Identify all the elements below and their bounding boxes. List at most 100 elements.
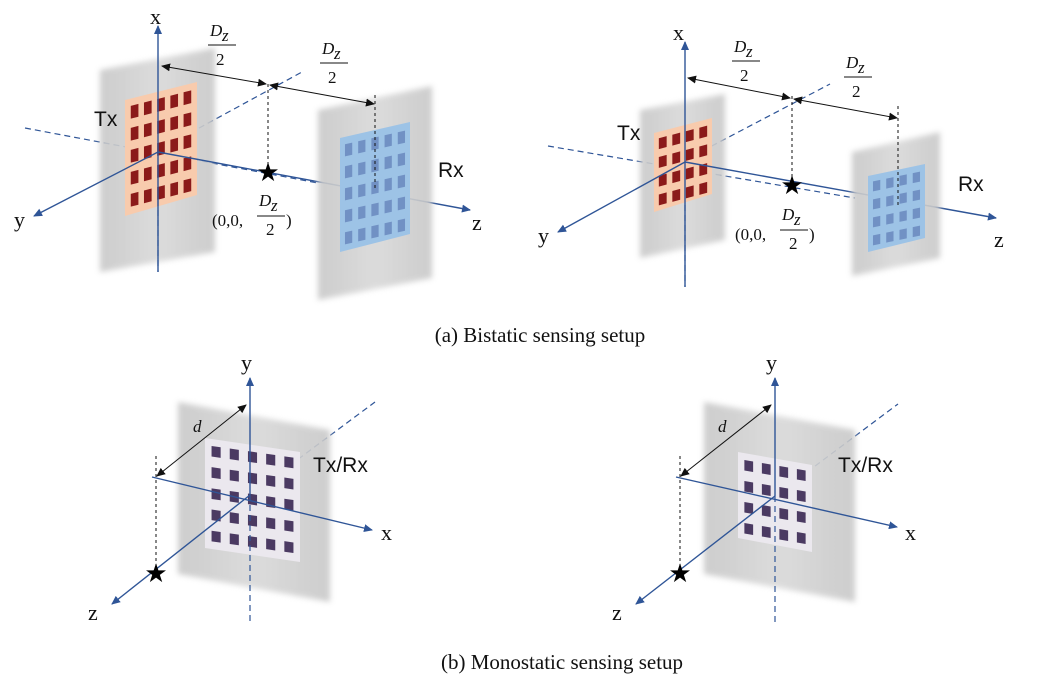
mono-element bbox=[779, 466, 789, 478]
svg-text:2: 2 bbox=[740, 66, 749, 85]
mono-element bbox=[229, 533, 239, 546]
tx-element bbox=[170, 137, 179, 153]
svg-text:D: D bbox=[321, 39, 335, 58]
y-axis-right bbox=[557, 161, 686, 233]
z-axis-mono-right bbox=[635, 495, 776, 605]
tx-element bbox=[143, 166, 152, 182]
tx-element bbox=[699, 181, 708, 195]
tx-element bbox=[685, 166, 694, 180]
rx-element bbox=[912, 207, 921, 220]
z-axis-right bbox=[684, 161, 997, 221]
svg-text:z: z bbox=[270, 196, 278, 215]
tx-element bbox=[699, 144, 708, 158]
mono-element bbox=[211, 467, 221, 480]
tx-elements-right bbox=[658, 125, 708, 206]
mono-element bbox=[211, 488, 221, 501]
rx-element bbox=[344, 142, 353, 157]
mono-element bbox=[796, 469, 806, 481]
tx-element bbox=[170, 93, 179, 109]
rx-element bbox=[886, 177, 894, 189]
rx-element bbox=[397, 218, 406, 233]
tx-element bbox=[685, 129, 694, 143]
distance-dimension-left bbox=[156, 404, 247, 477]
dz-dimension-1-right bbox=[687, 75, 791, 101]
rx-element bbox=[344, 230, 353, 245]
tx-element bbox=[143, 188, 152, 204]
rx-element bbox=[886, 231, 894, 243]
tx-element bbox=[672, 132, 681, 146]
rx-element bbox=[384, 199, 392, 214]
mono-element bbox=[247, 514, 258, 527]
svg-text:2: 2 bbox=[328, 68, 337, 87]
device-label-mono-left: Tx/Rx bbox=[313, 454, 368, 477]
y-axis-left bbox=[33, 151, 159, 217]
svg-text:(0,0,: (0,0, bbox=[212, 211, 243, 230]
tx-element bbox=[699, 163, 708, 177]
svg-text:z: z bbox=[857, 58, 865, 77]
mono-element bbox=[761, 505, 771, 517]
tx-element bbox=[699, 125, 708, 139]
dz-fraction-1-left: D z 2 bbox=[208, 21, 236, 69]
tx-elements-left bbox=[130, 90, 192, 207]
dz-fraction-2-right: D z 2 bbox=[844, 53, 872, 101]
mono-element bbox=[284, 498, 294, 511]
svg-text:(0,0,: (0,0, bbox=[735, 225, 766, 244]
bistatic-diagram-left: ★ x y z Tx Rx D z 2 D z 2 (0,0, D z 2 ) bbox=[14, 4, 482, 300]
target-coordinate-left: (0,0, D z 2 ) bbox=[212, 191, 292, 239]
svg-text:D: D bbox=[733, 37, 747, 56]
svg-text:2: 2 bbox=[789, 234, 798, 253]
svg-text:2: 2 bbox=[266, 220, 275, 239]
svg-text:z: z bbox=[221, 26, 229, 45]
rx-element bbox=[912, 171, 921, 184]
svg-text:2: 2 bbox=[852, 82, 861, 101]
svg-text:): ) bbox=[286, 211, 292, 230]
axis-y-label-left: y bbox=[14, 207, 25, 232]
mono-element bbox=[229, 448, 239, 461]
mono-element bbox=[266, 474, 276, 487]
rx-element bbox=[384, 177, 392, 192]
rx-element bbox=[384, 155, 392, 170]
mono-element bbox=[284, 456, 294, 469]
rx-element bbox=[872, 197, 881, 210]
tx-element bbox=[183, 178, 192, 194]
rx-element bbox=[371, 158, 379, 173]
mono-element bbox=[761, 463, 771, 475]
rx-element bbox=[344, 164, 353, 179]
device-label-mono-right: Tx/Rx bbox=[838, 454, 893, 477]
rx-element bbox=[899, 210, 907, 222]
monostatic-diagram-right: ★ y x z Tx/Rx d bbox=[612, 350, 916, 625]
svg-text:D: D bbox=[781, 205, 795, 224]
dz-dimension-1-left bbox=[161, 63, 267, 87]
axis-y-label-mono-left: y bbox=[241, 350, 252, 375]
tx-element bbox=[130, 103, 139, 119]
mono-element bbox=[761, 484, 771, 496]
rx-element bbox=[872, 215, 881, 228]
tx-element bbox=[130, 125, 139, 141]
caption-bistatic: (a) Bistatic sensing setup bbox=[435, 323, 646, 347]
rx-label-left: Rx bbox=[438, 159, 464, 182]
tx-element bbox=[658, 154, 667, 168]
rx-element bbox=[912, 225, 921, 238]
axis-z-label-right: z bbox=[994, 227, 1004, 252]
rx-label-right: Rx bbox=[958, 173, 984, 196]
x-axis-mono-right bbox=[675, 476, 898, 530]
rx-element bbox=[371, 202, 379, 217]
tx-element bbox=[183, 90, 192, 106]
z-axis-mono-left bbox=[111, 494, 251, 605]
bistatic-diagram-right: ★ x y z Tx Rx D z 2 D z 2 (0,0, D z 2 ) bbox=[538, 20, 1004, 287]
rx-element bbox=[872, 179, 881, 192]
mono-element bbox=[284, 477, 294, 490]
axis-x-label-right: x bbox=[673, 20, 684, 45]
svg-text:): ) bbox=[809, 225, 815, 244]
rx-element bbox=[358, 161, 366, 176]
tx-label-left: Tx bbox=[94, 108, 118, 131]
mono-element bbox=[229, 512, 239, 525]
rx-elements-right bbox=[872, 171, 921, 246]
rx-element bbox=[384, 221, 392, 236]
x-axis-mono-left bbox=[151, 476, 373, 533]
rx-element bbox=[872, 233, 881, 246]
target-star-left: ★ bbox=[256, 157, 279, 187]
mono-element bbox=[779, 487, 789, 499]
tx-element bbox=[170, 159, 179, 175]
mono-element bbox=[211, 445, 221, 458]
